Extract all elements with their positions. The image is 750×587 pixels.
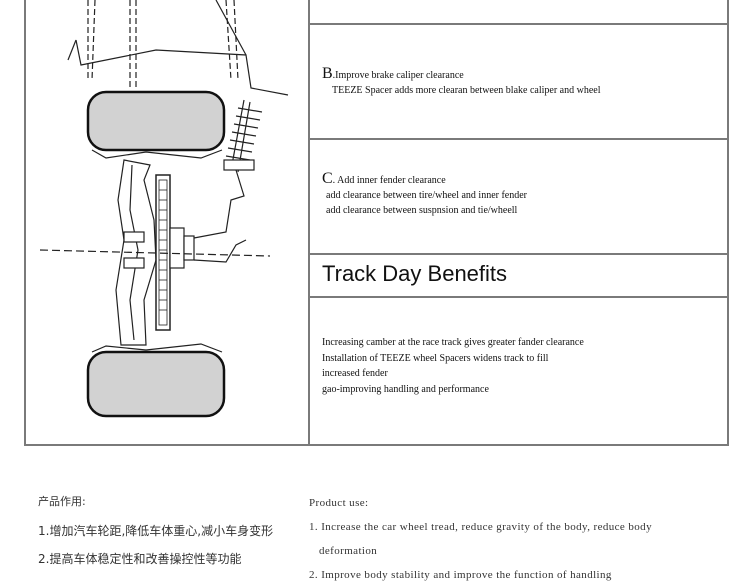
cell-c-letter: C [322, 170, 333, 187]
cell-b-letter: B [322, 65, 333, 82]
content-frame [24, 0, 729, 446]
benefit-line: increased fender [322, 368, 388, 379]
product-use-en: Product use: 1. Increase the car wheel t… [309, 491, 652, 587]
benefit-line: Installation of TEEZE wheel Spacers wide… [322, 352, 549, 364]
benefit-line: gao-improving handling and performance [322, 383, 489, 395]
product-use-en-item: 2. Improve body stability and improve th… [309, 569, 612, 581]
cell-c: C. Add inner fender clearance add cleara… [322, 171, 527, 218]
cell-c-title: . Add inner fender clearance [332, 175, 446, 186]
cell-c-line: add clearance between tire/wheel and inn… [326, 190, 527, 201]
product-use-en-item: 1. Increase the car wheel tread, reduce … [309, 521, 652, 533]
product-use-cn-item: 2.提高车体稳定性和改善操控性等功能 [38, 552, 242, 566]
vertical-divider [308, 0, 310, 446]
product-use-cn-item: 1.增加汽车轮距,降低车体重心,减小车身变形 [38, 524, 274, 538]
product-use-cn: 产品作用: 1.增加汽车轮距,降低车体重心,减小车身变形 2.提高车体稳定性和改… [38, 490, 273, 573]
wheel-spacer-diagram [39, 0, 289, 418]
cell-b: B.Improve brake caliper clearance TEEZE … [322, 66, 600, 98]
row-divider-1 [310, 23, 729, 25]
row-divider-2 [310, 138, 729, 140]
row-divider-3 [310, 253, 729, 255]
cell-b-title: .Improve brake caliper clearance [332, 70, 464, 81]
track-day-heading: Track Day Benefits [322, 261, 508, 286]
row-divider-4 [310, 296, 729, 298]
product-use-en-title: Product use: [309, 497, 369, 509]
cell-c-line: add clearance between suspnsion and tie/… [326, 205, 518, 216]
benefit-line: Increasing camber at the race track give… [322, 337, 584, 348]
cell-b-body: TEEZE Spacer adds more clearan between b… [332, 85, 601, 96]
product-use-cn-title: 产品作用: [38, 495, 86, 508]
product-use-en-item: deformation [319, 545, 378, 557]
benefits-list: Increasing camber at the race track give… [322, 335, 584, 397]
